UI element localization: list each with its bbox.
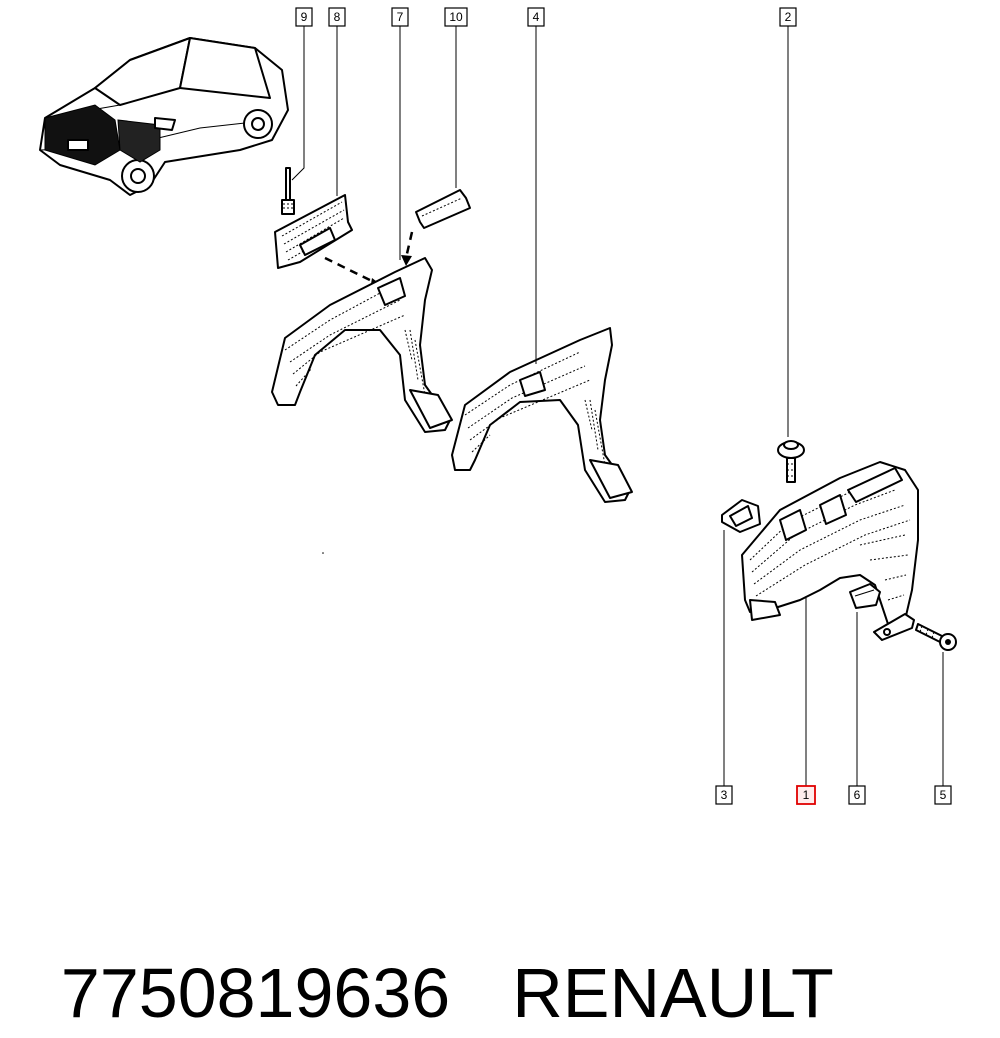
callout-box bbox=[715, 785, 733, 805]
callout-box bbox=[391, 7, 409, 27]
leader-lines bbox=[291, 26, 944, 786]
car-overview-illustration bbox=[39, 37, 289, 196]
callout-label: 9 bbox=[301, 10, 308, 24]
callout-box bbox=[779, 7, 797, 27]
part-7-fender bbox=[271, 257, 453, 433]
callout-box bbox=[295, 7, 313, 27]
callout-8: 8 bbox=[328, 7, 346, 27]
part-10-support bbox=[415, 189, 471, 229]
callout-box bbox=[934, 785, 952, 805]
exploded-parts-diagram: 9 8 7 10 4 2 3 1 6 5 bbox=[39, 7, 957, 805]
callout-label: 4 bbox=[533, 10, 540, 24]
part-1-front-wing bbox=[741, 461, 919, 631]
callout-label: 7 bbox=[397, 10, 404, 24]
callout-label: 5 bbox=[940, 788, 947, 802]
callout-7: 7 bbox=[391, 7, 409, 27]
part-1-lower-bracket bbox=[873, 613, 915, 641]
callout-box bbox=[444, 7, 468, 27]
part-3-clip bbox=[721, 499, 761, 533]
callout-box bbox=[848, 785, 866, 805]
callout-6: 6 bbox=[848, 785, 866, 805]
part-9-stud bbox=[281, 167, 295, 215]
callout-label: 6 bbox=[854, 788, 861, 802]
callout-10: 10 bbox=[444, 7, 468, 27]
callout-5: 5 bbox=[934, 785, 952, 805]
callout-box-highlighted[interactable] bbox=[796, 785, 816, 805]
speck bbox=[322, 552, 324, 554]
part-5-screw bbox=[915, 623, 957, 651]
callout-box bbox=[328, 7, 346, 27]
callout-label: 2 bbox=[785, 10, 792, 24]
callout-label: 1 bbox=[803, 788, 810, 802]
caption: 7750819636 RENAULT bbox=[22, 858, 982, 1032]
part-2-bolt bbox=[777, 440, 805, 483]
callout-label: 10 bbox=[449, 10, 463, 24]
part-number: 7750819636 bbox=[60, 954, 451, 1032]
callout-9: 9 bbox=[295, 7, 313, 27]
brand-name: RENAULT bbox=[512, 954, 834, 1032]
callout-label: 8 bbox=[334, 10, 341, 24]
callout-2: 2 bbox=[779, 7, 797, 27]
part-8-bracket bbox=[274, 194, 353, 269]
callout-label: 3 bbox=[721, 788, 728, 802]
callout-box bbox=[527, 7, 545, 27]
callout-4: 4 bbox=[527, 7, 545, 27]
part-6-block bbox=[849, 583, 881, 609]
callout-1[interactable]: 1 bbox=[796, 785, 816, 805]
callout-3: 3 bbox=[715, 785, 733, 805]
part-4-fender bbox=[451, 327, 633, 503]
